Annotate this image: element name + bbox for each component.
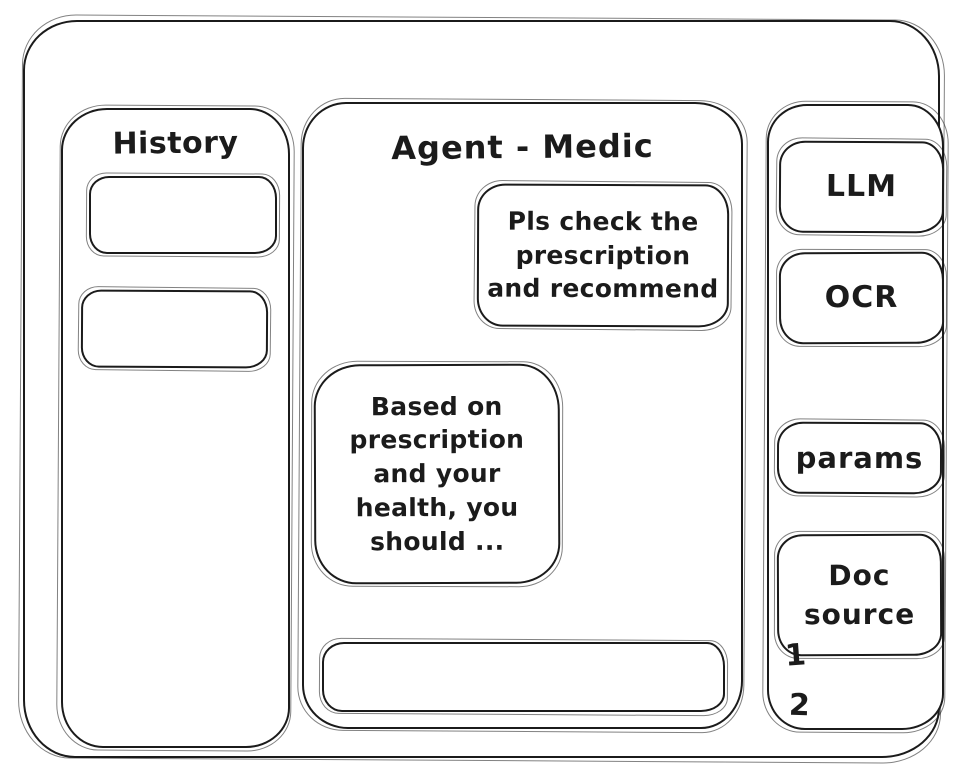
- llm-button[interactable]: LLM: [778, 140, 945, 234]
- params-button[interactable]: params: [776, 421, 943, 495]
- history-panel: History: [61, 108, 290, 748]
- doc-source-item-2[interactable]: 2: [788, 687, 811, 724]
- history-title: History: [112, 125, 239, 162]
- message-input[interactable]: [328, 648, 719, 706]
- chat-title: Agent - Medic: [391, 126, 654, 168]
- doc-source-item-1[interactable]: 1: [783, 637, 808, 674]
- tools-panel: LLM OCR params Doc source 1 2: [767, 104, 945, 730]
- user-message-bubble: Pls check the prescription and recommend: [476, 183, 730, 328]
- ocr-button[interactable]: OCR: [778, 251, 945, 345]
- app-frame: History Agent - Medic Pls check the pres…: [23, 20, 945, 758]
- history-item[interactable]: [89, 176, 277, 254]
- agent-message-bubble: Based on prescription and your health, y…: [313, 363, 561, 585]
- chat-panel: Agent - Medic Pls check the prescription…: [302, 102, 743, 729]
- message-input-box[interactable]: [322, 642, 725, 712]
- history-item[interactable]: [80, 289, 269, 369]
